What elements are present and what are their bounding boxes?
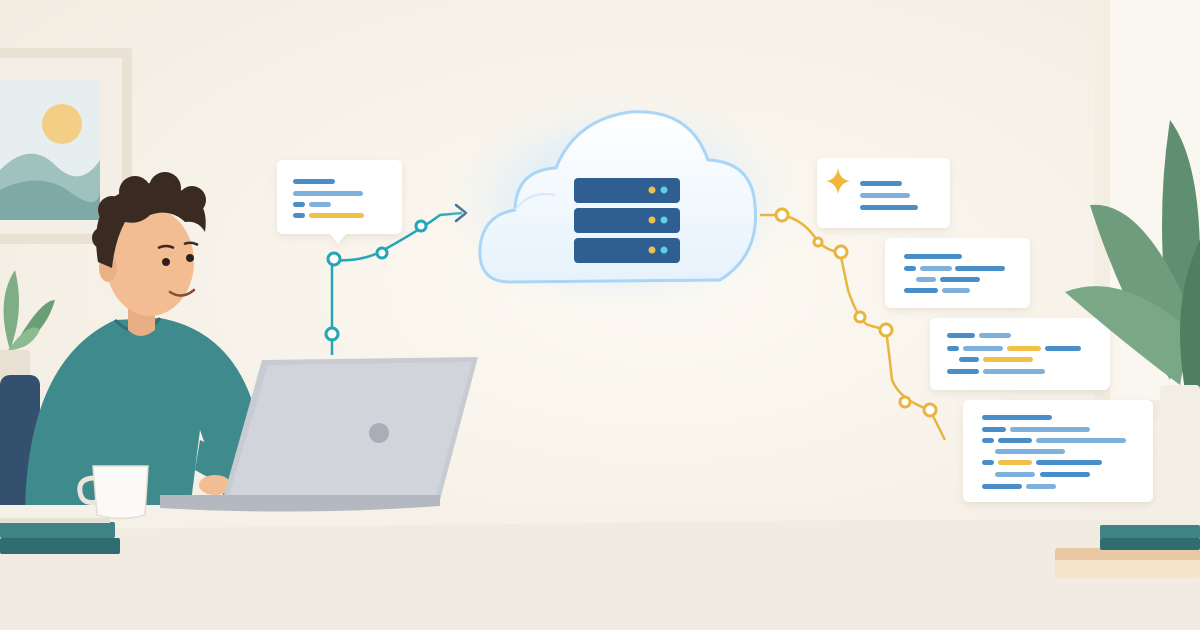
response-card-1 <box>817 158 950 228</box>
response-card-4 <box>963 400 1153 502</box>
server-icon <box>574 178 680 263</box>
request-code-card <box>277 160 402 244</box>
coffee-mug <box>77 465 149 520</box>
sun-icon <box>42 104 82 144</box>
person <box>25 172 278 510</box>
floor-desk <box>0 520 1200 630</box>
cloud-icon <box>432 85 812 325</box>
books-right <box>1055 525 1200 578</box>
face <box>106 208 194 316</box>
laptop-base <box>160 495 440 512</box>
response-card-2 <box>885 238 1030 308</box>
response-connector <box>760 207 947 441</box>
logo-icon <box>369 423 389 443</box>
books-left <box>0 518 120 554</box>
laptop <box>160 357 478 512</box>
upload-connector <box>324 203 468 355</box>
response-card-3 <box>930 318 1110 390</box>
right-plant <box>1065 120 1200 525</box>
sparkle-icon <box>826 168 850 194</box>
